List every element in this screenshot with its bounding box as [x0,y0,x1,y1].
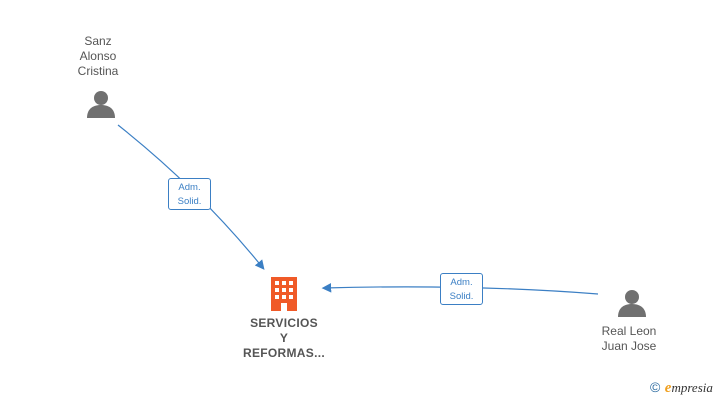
person-icon[interactable] [617,288,647,318]
relationship-line: Solid. [177,196,202,207]
person-name-line: Sanz [84,34,112,48]
person-icon[interactable] [86,89,116,119]
person-node-label[interactable]: Sanz Alonso Cristina [58,34,138,79]
person-name-line: Alonso [79,49,117,63]
person-node-label[interactable]: Real Leon Juan Jose [588,324,670,354]
person-name-line: Juan Jose [601,339,657,353]
company-name-line: Y [279,331,289,345]
brand-logo: empresia [664,380,713,396]
relationship-label[interactable]: Adm. Solid. [168,178,211,210]
relationship-line: Adm. [178,182,201,193]
brand-watermark: © empresia [650,379,713,397]
person-name-line: Cristina [77,64,119,78]
relationship-line: Adm. [450,277,473,288]
company-name-line: REFORMAS... [243,346,325,360]
relationship-label[interactable]: Adm. Solid. [440,273,483,305]
company-node-label[interactable]: SERVICIOS Y REFORMAS... [224,316,344,361]
relationship-line: Solid. [449,291,474,302]
company-name-line: SERVICIOS [250,316,318,330]
copyright-icon: © [650,379,661,395]
building-icon[interactable] [269,277,299,311]
person-name-line: Real Leon [601,324,657,338]
